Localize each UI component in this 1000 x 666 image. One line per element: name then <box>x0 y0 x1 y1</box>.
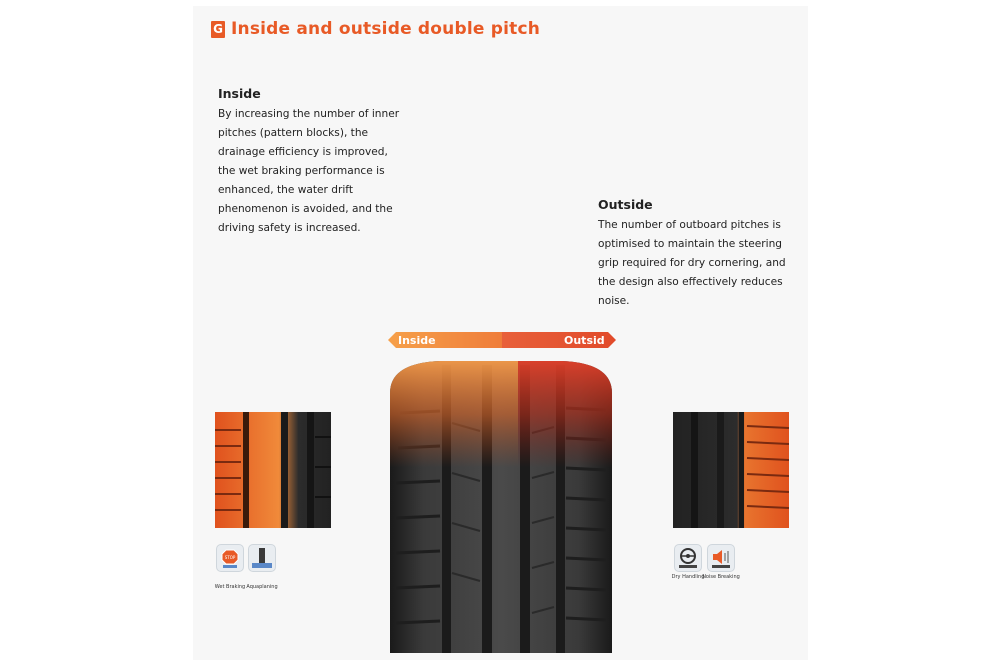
speaker-icon <box>712 550 730 568</box>
wet-braking-badge: STOP <box>216 544 244 572</box>
water-icon <box>252 548 272 568</box>
arrow-left-label: Inside <box>398 334 436 347</box>
stop-sign-icon: STOP <box>221 549 239 568</box>
section-badge: G <box>211 20 225 38</box>
page-title: Inside and outside double pitch <box>231 19 541 39</box>
outside-tread-detail <box>673 412 789 528</box>
arrow-right-label: Outsid <box>564 334 605 347</box>
dry-handling-label: Dry Handling <box>671 574 705 580</box>
tire-image <box>390 361 612 653</box>
inside-tread-detail <box>215 412 331 528</box>
steering-wheel-icon <box>679 548 697 568</box>
outside-body: The number of outboard pitches is optimi… <box>598 219 786 307</box>
noise-breaking-label: Noise Breaking <box>702 574 740 580</box>
outside-description: Outside The number of outboard pitches i… <box>598 197 788 311</box>
title-row: G Inside and outside double pitch <box>211 19 540 39</box>
content-panel: G Inside and outside double pitch Inside… <box>193 6 808 660</box>
direction-arrow-bar: Inside Outsid <box>388 332 616 348</box>
inside-body: By increasing the number of inner pitche… <box>218 108 400 234</box>
inside-description: Inside By increasing the number of inner… <box>218 86 408 238</box>
aquaplaning-label: Aquaplaning <box>246 584 278 590</box>
noise-breaking-badge <box>707 544 735 572</box>
inside-heading: Inside <box>218 86 261 101</box>
wet-braking-label: Wet Braking <box>214 584 246 590</box>
outside-heading: Outside <box>598 197 653 212</box>
aquaplaning-badge <box>248 544 276 572</box>
svg-text:STOP: STOP <box>225 555 236 560</box>
arrow-shape <box>388 332 616 348</box>
dry-handling-badge <box>674 544 702 572</box>
